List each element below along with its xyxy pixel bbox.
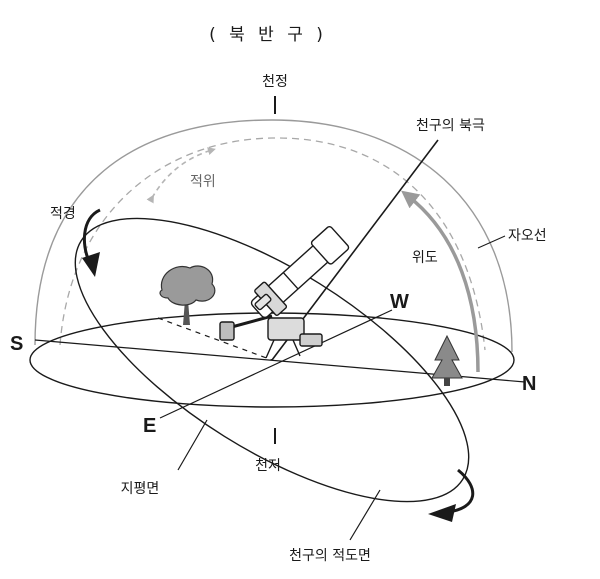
prime-vertical-leader — [477, 235, 506, 249]
south-label: S — [10, 333, 23, 355]
celestial-equator-plane-label: 천구의 적도면 — [289, 548, 371, 564]
axis-dashed-line — [157, 317, 273, 361]
west-label: W — [390, 291, 409, 313]
declination-arrow — [146, 147, 216, 204]
east-label: E — [143, 415, 156, 437]
equator-arrowhead — [428, 504, 456, 522]
nadir-label: 천저 — [255, 458, 281, 474]
latitude-label: 위도 — [412, 250, 438, 266]
prime-vertical-label: 자오선 — [508, 228, 547, 244]
diagram-title: ( 북 반 구 ) — [209, 25, 327, 45]
telescope — [219, 225, 350, 359]
zenith-label: 천정 — [262, 74, 288, 90]
celestial-equator-ellipse — [74, 217, 470, 503]
declination-label: 적위 — [190, 174, 216, 190]
conifer-tree-icon — [431, 334, 463, 386]
equator-leader — [349, 489, 381, 541]
north-label: N — [522, 373, 536, 395]
latitude-arrow — [401, 190, 480, 373]
celestial-dome — [34, 119, 513, 353]
east-west-line — [159, 309, 393, 419]
deciduous-tree-icon — [159, 265, 216, 325]
right-ascension-arrowhead-left — [82, 252, 100, 277]
equator-rotation-arrow — [447, 468, 475, 514]
celestial-north-pole-label: 천구의 북극 — [416, 118, 485, 134]
horizon-leader — [177, 419, 208, 471]
right-ascension-label: 적경 — [50, 206, 76, 222]
horizon-plane-label: 지평면 — [121, 481, 160, 497]
dome-dashed-arc — [59, 137, 486, 351]
